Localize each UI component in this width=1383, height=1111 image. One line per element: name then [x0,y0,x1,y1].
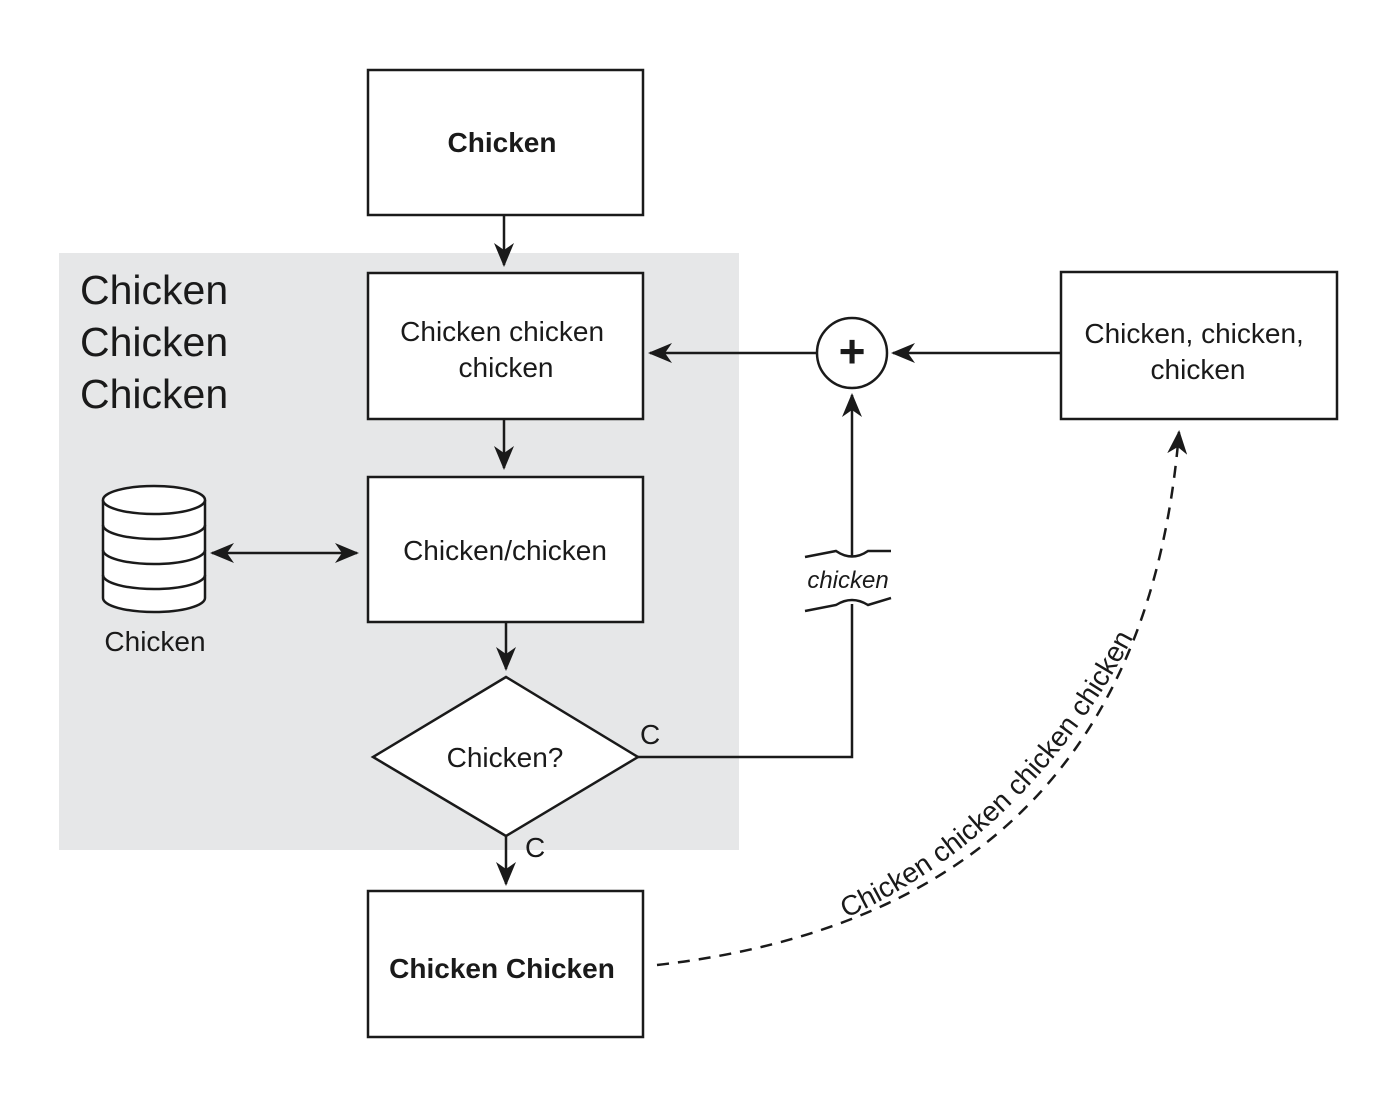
decision-right-branch-label: C [640,719,660,750]
process-box-2-label: Chicken/chicken [403,535,607,566]
break-mark-top [804,549,891,559]
plus-icon: + [839,325,866,377]
region-title-line: Chicken [80,371,228,417]
process-box-1-line: Chicken chicken [400,316,604,347]
process-box-1-line: chicken [459,352,554,383]
right-box-line: Chicken, chicken, [1084,318,1303,349]
top-box-label: Chicken [448,127,557,158]
top-box [366,68,645,217]
process-box-1-label: Chicken chicken chicken [400,316,612,383]
database-icon [101,484,207,614]
process-box-1 [366,271,645,421]
decision-label: Chicken? [447,742,564,773]
database-label: Chicken [104,626,205,657]
break-mark-bottom [804,596,892,613]
region-title: Chicken Chicken Chicken [80,267,240,417]
right-box-line: chicken [1151,354,1246,385]
right-box-label: Chicken, chicken, chicken [1084,318,1311,385]
output-box [366,889,645,1039]
feedback-line-lower [638,604,854,759]
decision-bottom-branch-label: C [525,832,545,863]
output-box-label: Chicken Chicken [389,953,615,984]
break-label: chicken [807,567,888,594]
dashed-curve-label: Chicken chicken chicken chicken [835,625,1138,923]
region-title-line: Chicken [80,319,228,365]
region-title-line: Chicken [80,267,228,313]
dashed-feedback-curve [656,430,1188,967]
dashed-curve-label-path: Chicken chicken chicken chicken [835,625,1138,923]
right-box [1059,270,1339,421]
